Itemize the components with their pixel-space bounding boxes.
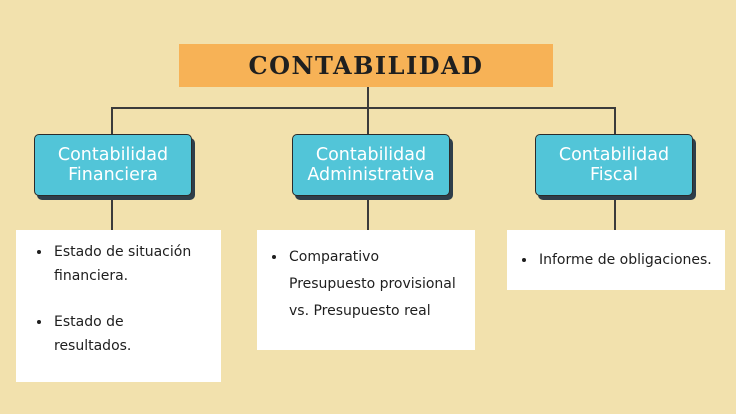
details-fiscal: Informe de obligaciones. [507,230,725,290]
list-item: Estado de situación financiera. [52,240,221,288]
connector-financiera-details [111,196,113,230]
details-list: Comparativo Presupuesto provisional vs. … [257,244,475,325]
root-node: CONTABILIDAD [179,44,553,87]
root-title: CONTABILIDAD [248,51,484,80]
branch-node-administrativa: Contabilidad Administrativa [292,134,450,196]
details-financiera: Estado de situación financiera. Estado d… [16,230,221,382]
connector-to-administrativa [367,107,369,135]
connector-horizontal [111,107,616,109]
branch-title-line: Contabilidad [57,145,169,165]
connector-to-financiera [111,107,113,135]
list-item: Informe de obligaciones. [537,248,725,272]
list-item: Estado de resultados. [52,310,221,358]
list-item: Comparativo Presupuesto provisional vs. … [287,244,475,325]
branch-title-line: Administrativa [307,165,435,185]
branch-title-line: Financiera [68,165,158,185]
details-administrativa: Comparativo Presupuesto provisional vs. … [257,230,475,350]
connector-administrativa-details [367,196,369,230]
branch-node-fiscal: Contabilidad Fiscal [535,134,693,196]
branch-title-line: Contabilidad [558,145,670,165]
branch-title-line: Contabilidad [315,145,427,165]
connector-root-down [367,87,369,108]
connector-to-fiscal [614,107,616,135]
branch-title-line: Fiscal [590,165,638,185]
details-list: Informe de obligaciones. [507,248,725,272]
details-list: Estado de situación financiera. Estado d… [16,240,221,358]
branch-node-financiera: Contabilidad Financiera [34,134,192,196]
connector-fiscal-details [614,196,616,230]
